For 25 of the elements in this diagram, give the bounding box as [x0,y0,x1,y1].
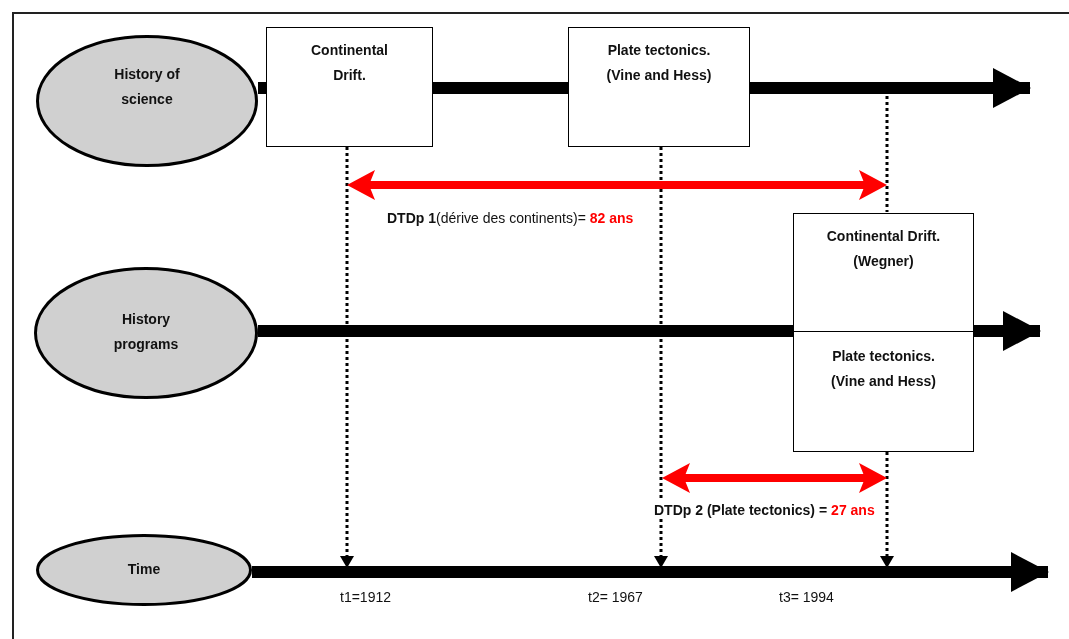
timeline-line [258,325,793,337]
node-label: Time [126,560,162,579]
node-label: History of science [113,65,181,109]
dotted-arrow [340,147,354,568]
node-label: Plate tectonics. (Vine and Hess) [830,347,937,391]
timeline-line [433,82,568,94]
category-ellipse [36,35,258,167]
measure-label: DTDp 2 (Plate tectonics) = [652,501,830,519]
event-box [568,27,750,147]
dotted-arrow [654,147,668,568]
category-ellipse [36,534,252,606]
timeline-arrow [974,311,1041,351]
node-label: History programs [112,310,180,354]
node-label: Continental Drift. [310,41,389,85]
event-box [793,331,974,452]
event-box [793,213,974,332]
timeline-arrow [750,68,1031,108]
dotted-arrow [880,452,894,568]
timeline-arrow [252,552,1049,592]
measure-label: DTDp 1(dérive des continents)= [385,209,588,227]
timeline-line [258,82,266,94]
category-ellipse [34,267,258,399]
node-label: Continental Drift. (Wegner) [825,227,942,271]
event-box [266,27,433,147]
node-label: Plate tectonics. (Vine and Hess) [605,41,713,85]
